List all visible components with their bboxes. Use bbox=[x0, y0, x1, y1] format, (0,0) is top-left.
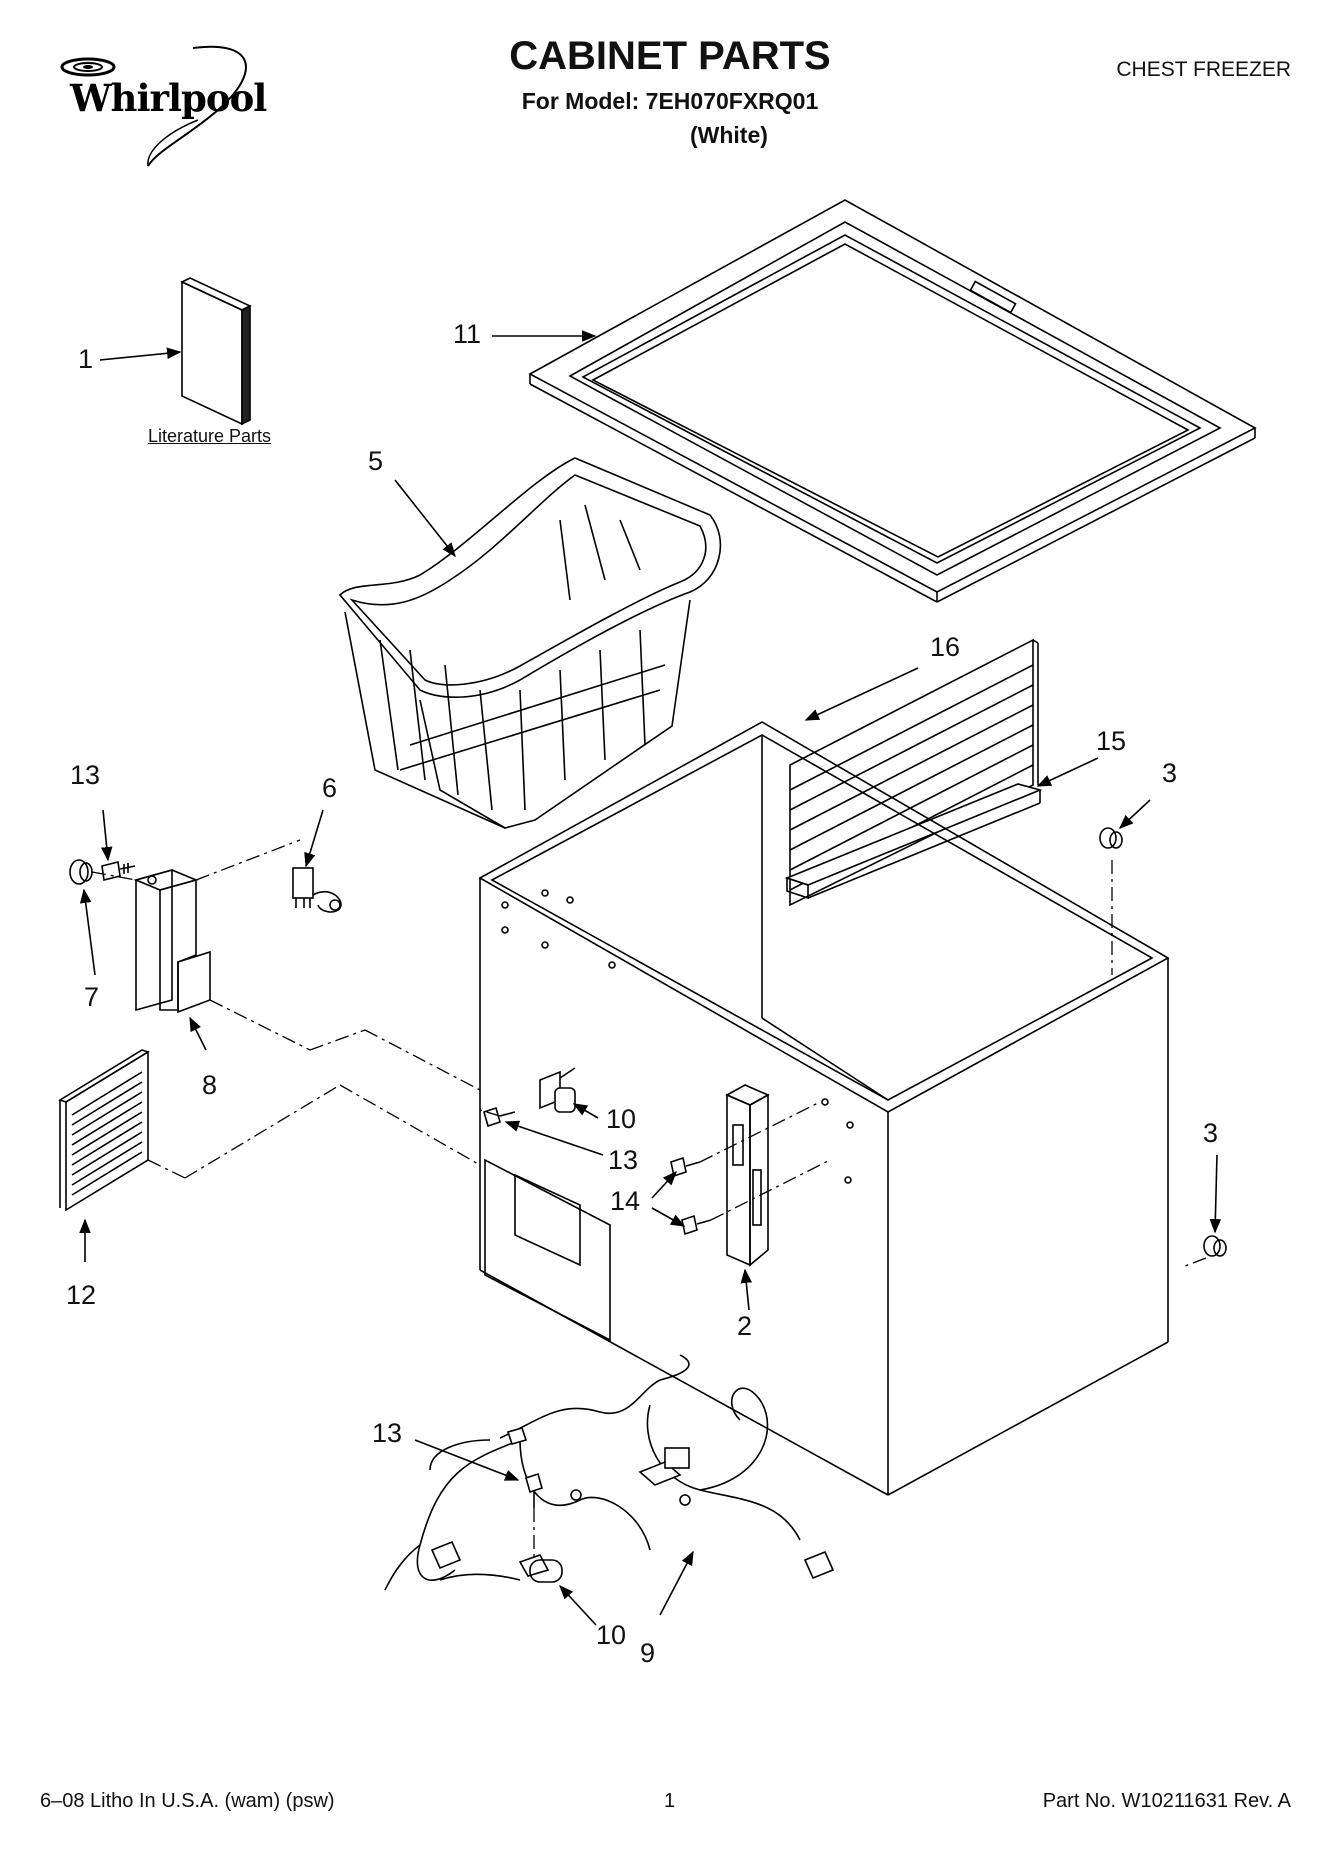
cabinet-box bbox=[478, 721, 1170, 1496]
control-part bbox=[292, 867, 342, 913]
callout-13-middle: 13 bbox=[608, 1145, 639, 1175]
footer-page-number: 1 bbox=[664, 1790, 676, 1812]
callout-13-upper: 13 bbox=[70, 760, 101, 790]
whirlpool-logo: Whirlpool bbox=[48, 40, 278, 180]
brand-wordmark: Whirlpool bbox=[70, 76, 267, 120]
logo-swirl-icon bbox=[60, 45, 247, 167]
lid-frame-part bbox=[528, 199, 1257, 603]
basket-part bbox=[338, 457, 722, 829]
callout-1: 1 bbox=[78, 344, 94, 374]
capacitor-10-upper-part bbox=[539, 1067, 576, 1113]
screw-13-upper-part bbox=[101, 861, 136, 881]
callout-16: 16 bbox=[930, 632, 961, 662]
callout-2: 2 bbox=[737, 1311, 753, 1341]
footer-print-info: 6–08 Litho In U.S.A. (wam) (psw) bbox=[40, 1790, 335, 1812]
callout-15: 15 bbox=[1096, 726, 1127, 756]
callout-12: 12 bbox=[66, 1280, 97, 1310]
bumper-3-upper-part bbox=[1099, 827, 1123, 849]
callout-10-upper: 10 bbox=[606, 1104, 637, 1134]
footer-part-number: Part No. W10211631 Rev. A bbox=[1042, 1790, 1291, 1812]
callout-13-lower: 13 bbox=[372, 1418, 403, 1448]
callout-7: 7 bbox=[84, 982, 100, 1012]
wiring-harness-part bbox=[384, 1354, 835, 1591]
page-title: CABINET PARTS bbox=[509, 34, 831, 78]
callout-10-lower: 10 bbox=[596, 1620, 627, 1650]
divider-panel-part bbox=[789, 638, 1039, 907]
callout-9: 9 bbox=[640, 1638, 656, 1668]
callout-6: 6 bbox=[322, 773, 338, 803]
knob-7-part bbox=[69, 859, 93, 885]
callout-5: 5 bbox=[368, 446, 384, 476]
hinge-bracket-part bbox=[725, 1084, 770, 1267]
model-line: For Model: 7EH070FXRQ01 bbox=[521, 88, 819, 114]
color-line: (White) bbox=[690, 122, 768, 148]
category-label: CHEST FREEZER bbox=[1116, 58, 1291, 81]
callout-8: 8 bbox=[202, 1070, 218, 1100]
bumper-3-lower-part bbox=[1203, 1235, 1227, 1257]
shelf-part bbox=[784, 783, 1043, 900]
callout-3-upper: 3 bbox=[1162, 758, 1178, 788]
literature-booklet-part bbox=[180, 277, 252, 426]
screw-13-lower-part bbox=[525, 1472, 543, 1508]
callout-3-lower: 3 bbox=[1203, 1118, 1219, 1148]
literature-parts-label: Literature Parts bbox=[148, 426, 272, 446]
grille-part bbox=[58, 1049, 150, 1212]
callout-11: 11 bbox=[453, 319, 482, 349]
control-bracket-part bbox=[133, 868, 211, 1014]
callout-14: 14 bbox=[610, 1186, 641, 1216]
capacitor-10-lower-part bbox=[518, 1554, 563, 1583]
